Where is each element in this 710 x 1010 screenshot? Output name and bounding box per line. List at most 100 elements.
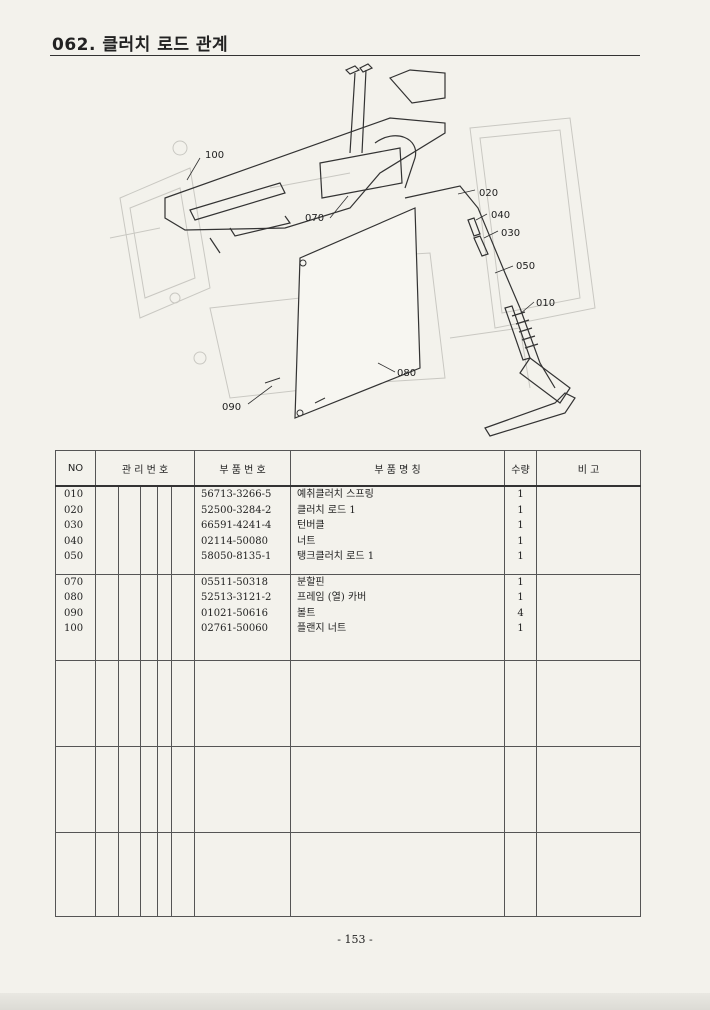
table-row-group-empty xyxy=(55,831,641,917)
remark-cell xyxy=(536,831,641,917)
table-row-group: 010 020 030 040 050 56713-3266-5 52500-3… xyxy=(55,485,641,575)
mgmt-cell xyxy=(95,485,119,575)
mgmt-cell xyxy=(95,573,119,661)
page-title: 062. 클러치 로드 관계 xyxy=(52,35,229,55)
callout-020: 020 xyxy=(479,188,498,199)
part-number: 02114-50080 xyxy=(201,535,269,547)
scan-bottom-edge xyxy=(0,993,710,1010)
row-no: 090 xyxy=(64,607,84,619)
callout-040: 040 xyxy=(491,210,510,221)
row-no: 070 xyxy=(64,576,84,588)
quantity: 1 xyxy=(517,623,524,635)
part-no-cell xyxy=(194,831,291,917)
mgmt-cell xyxy=(95,659,119,747)
qty-cell: 1 1 4 1 xyxy=(504,573,537,661)
part-number: 02761-50060 xyxy=(201,623,269,635)
mgmt-cell xyxy=(118,831,141,917)
mgmt-cell xyxy=(95,745,119,833)
row-no: 100 xyxy=(64,623,84,635)
part-name: 분할핀 xyxy=(297,576,325,588)
quantity: 1 xyxy=(517,535,524,547)
exploded-parts-diagram: 100 070 020 040 030 050 010 080 090 xyxy=(50,58,650,440)
callout-030: 030 xyxy=(501,228,520,239)
header-qty: 수량 xyxy=(504,450,537,487)
mgmt-cell xyxy=(157,485,172,575)
mgmt-cell xyxy=(118,573,141,661)
mgmt-cell xyxy=(171,831,195,917)
part-name-cell xyxy=(290,659,505,747)
callout-080: 080 xyxy=(397,368,416,379)
part-number: 52513-3121-2 xyxy=(201,592,272,604)
remark-cell xyxy=(536,745,641,833)
table-row-group-empty xyxy=(55,745,641,833)
no-cell xyxy=(55,659,96,747)
quantity: 1 xyxy=(517,576,524,588)
table-row-group: 070 080 090 100 05511-50318 52513-3121-2… xyxy=(55,573,641,661)
mgmt-cell xyxy=(95,831,119,917)
diagram-drawing: 100 070 020 040 030 050 010 080 090 xyxy=(109,63,596,437)
callout-070: 070 xyxy=(305,213,324,224)
quantity: 1 xyxy=(517,551,524,563)
mgmt-cell xyxy=(118,485,141,575)
qty-cell xyxy=(504,831,537,917)
part-number: 52500-3284-2 xyxy=(201,504,272,516)
no-cell: 010 020 030 040 050 xyxy=(55,485,96,575)
mgmt-cell xyxy=(157,659,172,747)
row-no: 080 xyxy=(64,592,84,604)
quantity: 1 xyxy=(517,504,524,516)
part-number: 01021-50616 xyxy=(201,607,269,619)
part-name: 플랜지 너트 xyxy=(297,623,347,635)
part-number: 56713-3266-5 xyxy=(201,489,272,500)
part-name: 클러치 로드 1 xyxy=(297,504,356,516)
mgmt-cell xyxy=(157,745,172,833)
part-name-cell xyxy=(290,831,505,917)
no-cell xyxy=(55,831,96,917)
mgmt-cell xyxy=(140,745,158,833)
row-no: 020 xyxy=(64,504,84,516)
page-number: - 153 - xyxy=(337,933,373,946)
parts-table: NO 관 리 번 호 부 품 번 호 부 품 명 칭 수량 비 고 010 02… xyxy=(55,450,641,917)
remark-cell xyxy=(536,573,641,661)
mgmt-cell xyxy=(140,831,158,917)
header-remark: 비 고 xyxy=(536,450,641,487)
mgmt-cell xyxy=(157,831,172,917)
callout-010: 010 xyxy=(536,298,555,309)
callout-050: 050 xyxy=(516,261,535,272)
part-number: 05511-50318 xyxy=(201,576,269,588)
callout-090: 090 xyxy=(222,402,241,413)
header-no: NO xyxy=(55,450,96,487)
mgmt-cell xyxy=(140,659,158,747)
row-no: 030 xyxy=(64,520,84,532)
remark-cell xyxy=(536,659,641,747)
part-name-cell: 분할핀 프레임 (열) 카버 볼트 플랜지 너트 xyxy=(290,573,505,661)
mgmt-cell xyxy=(140,573,158,661)
part-number: 58050-8135-1 xyxy=(201,551,272,563)
qty-cell xyxy=(504,745,537,833)
callout-100: 100 xyxy=(205,150,224,161)
no-cell: 070 080 090 100 xyxy=(55,573,96,661)
part-name: 탱크클러치 로드 1 xyxy=(297,551,375,563)
part-name-cell: 예취클러치 스프링 클러치 로드 1 턴버클 너트 탱크클러치 로드 1 xyxy=(290,485,505,575)
header-part-no: 부 품 번 호 xyxy=(194,450,291,487)
part-number: 66591-4241-4 xyxy=(201,520,272,532)
part-no-cell xyxy=(194,659,291,747)
qty-cell: 1 1 1 1 1 xyxy=(504,485,537,575)
header-part-name: 부 품 명 칭 xyxy=(290,450,505,487)
mgmt-cell xyxy=(171,485,195,575)
remark-cell xyxy=(536,485,641,575)
no-cell xyxy=(55,745,96,833)
part-name: 너트 xyxy=(297,535,316,547)
part-name: 볼트 xyxy=(297,607,316,619)
mgmt-cell xyxy=(118,745,141,833)
mgmt-cell xyxy=(171,573,195,661)
part-no-cell: 56713-3266-5 52500-3284-2 66591-4241-4 0… xyxy=(194,485,291,575)
part-name: 턴버클 xyxy=(297,520,325,532)
mgmt-cell xyxy=(118,659,141,747)
title-divider xyxy=(50,55,640,56)
part-no-cell xyxy=(194,745,291,833)
mgmt-cell xyxy=(171,745,195,833)
quantity: 1 xyxy=(517,592,524,604)
qty-cell xyxy=(504,659,537,747)
table-row-group-empty xyxy=(55,659,641,747)
quantity: 1 xyxy=(517,520,524,532)
